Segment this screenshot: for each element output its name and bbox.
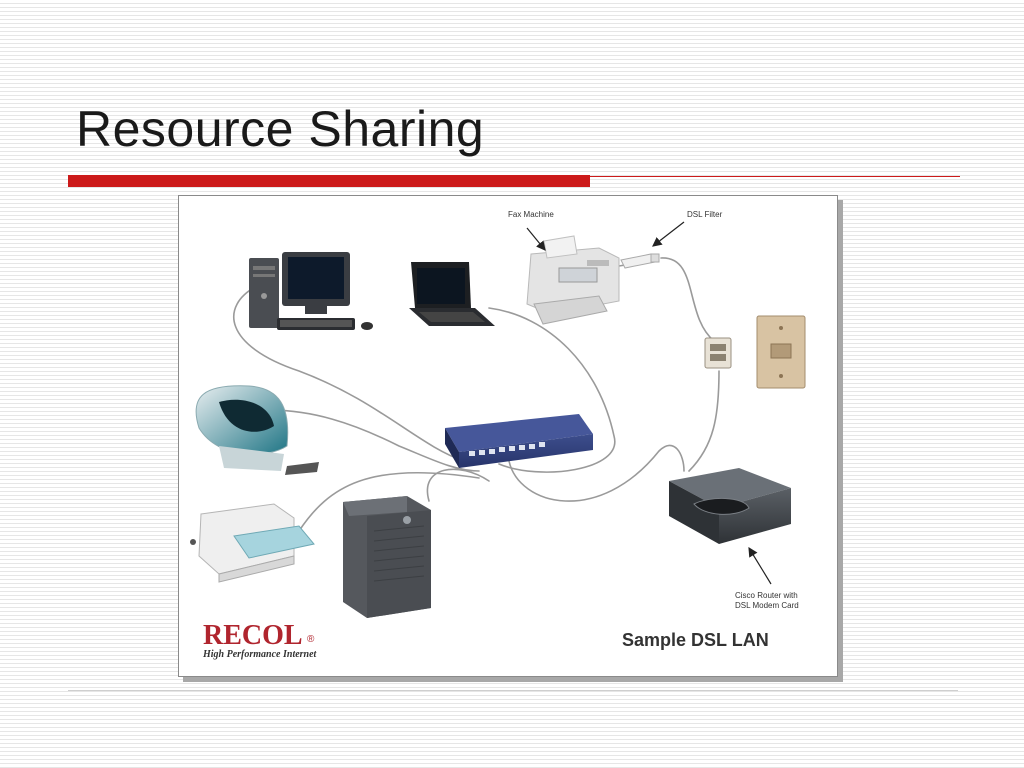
- label-fax-machine: Fax Machine: [508, 210, 554, 219]
- diagram-caption: Sample DSL LAN: [622, 630, 769, 650]
- title-rule: [590, 176, 960, 177]
- cable-jack-router: [688, 370, 720, 472]
- cable-filter-jack: [660, 257, 715, 342]
- label-dsl-filter: DSL Filter: [687, 210, 723, 219]
- label-router-line-1: Cisco Router with: [735, 591, 798, 600]
- network-switch-icon: [445, 414, 593, 468]
- network-diagram: Fax Machine DSL Filter Cisco Router with…: [178, 195, 838, 677]
- arrow-fax: [526, 227, 546, 251]
- laptop-icon: [409, 262, 495, 326]
- arrow-filter: [652, 221, 685, 247]
- cable-server: [426, 468, 490, 502]
- cable-imac: [253, 409, 480, 472]
- arrow-router: [748, 546, 772, 585]
- network-diagram-svg: Fax Machine DSL Filter Cisco Router with…: [190, 210, 806, 660]
- phone-jack-icon: [704, 315, 806, 389]
- cable-printer: [298, 471, 480, 532]
- recol-logo: RECOL ® High Performance Internet: [202, 620, 318, 660]
- laser-printer-icon: [190, 503, 315, 583]
- dsl-filter-icon: [620, 253, 660, 269]
- cisco-router-icon: [669, 468, 791, 544]
- logo-registered-mark: ®: [307, 634, 315, 645]
- label-router-line-2: DSL Modem Card: [735, 601, 799, 610]
- cables: [232, 257, 720, 532]
- annotation-arrows: [526, 221, 772, 585]
- title-accent-bar: [68, 175, 590, 187]
- footer-rule: [68, 690, 958, 691]
- cable-router: [508, 444, 685, 502]
- desktop-pc-icon: [249, 252, 373, 330]
- cable-desktop: [232, 285, 465, 462]
- server-tower-icon: [343, 496, 431, 618]
- logo-text: RECOL: [203, 620, 303, 651]
- fax-machine-icon: [526, 235, 620, 325]
- imac-icon: [195, 385, 319, 475]
- logo-tagline: High Performance Internet: [202, 649, 318, 660]
- cable-laptop: [488, 307, 616, 473]
- slide-title: Resource Sharing: [76, 101, 485, 157]
